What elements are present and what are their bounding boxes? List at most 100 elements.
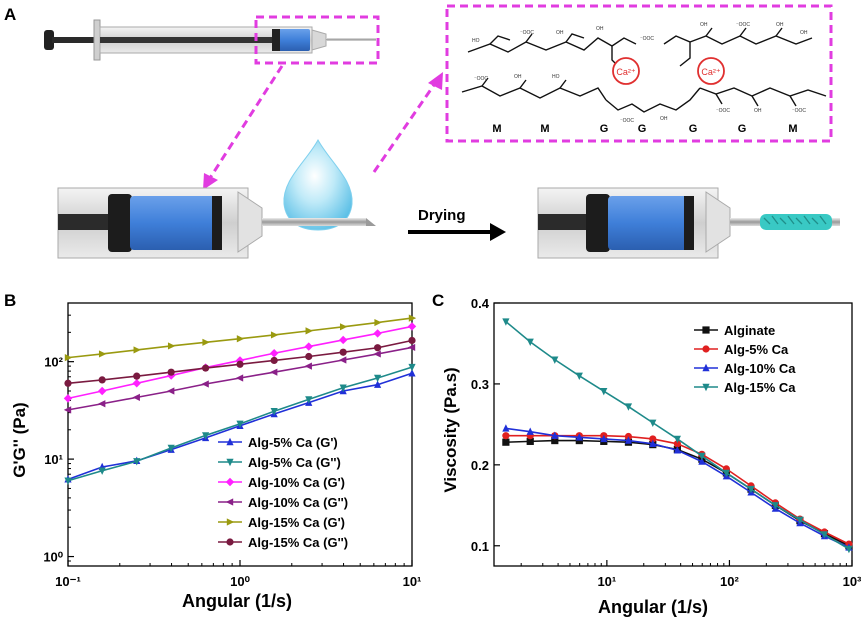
- data-point: [236, 335, 245, 343]
- liquid-droplet-icon: [283, 138, 353, 231]
- y-tick-label: 0.3: [471, 377, 489, 392]
- data-point: [575, 436, 583, 445]
- svg-text:OH: OH: [700, 22, 708, 28]
- legend-marker: [702, 383, 710, 392]
- legend-label: Alg-15% Ca (G''): [248, 535, 348, 550]
- data-point: [845, 545, 853, 554]
- svg-text:OH: OH: [754, 108, 762, 114]
- residue-label: G: [600, 123, 609, 135]
- x-tick-label: 10¹: [403, 574, 422, 589]
- data-point: [64, 477, 72, 485]
- svg-text:⁻OOC: ⁻OOC: [620, 118, 634, 124]
- zoom-arrow-up: [372, 81, 438, 173]
- chart-c-xlabel: Angular (1/s): [598, 597, 708, 617]
- data-point: [235, 374, 244, 382]
- legend-marker: [226, 538, 234, 546]
- data-point: [526, 437, 534, 445]
- syringe-dried-illustration: [537, 187, 840, 259]
- x-tick-label: 10⁻¹: [55, 574, 81, 589]
- data-point: [201, 380, 209, 388]
- data-point: [374, 318, 382, 327]
- data-point: [747, 485, 755, 494]
- legend-marker: [702, 345, 710, 353]
- data-point: [373, 329, 382, 338]
- data-point: [97, 400, 106, 408]
- data-point: [374, 380, 382, 388]
- plot-frame: [493, 302, 853, 567]
- data-point: [698, 457, 706, 465]
- legend-marker: [226, 437, 234, 446]
- legend-label: Alg-15% Ca: [724, 380, 796, 395]
- alginate-chain-bottom: [461, 77, 827, 113]
- data-point: [673, 435, 681, 444]
- data-point: [624, 436, 633, 444]
- data-point: [649, 435, 657, 443]
- data-point: [408, 336, 416, 345]
- legend-marker: [702, 363, 710, 372]
- svg-text:OH: OH: [556, 30, 564, 36]
- data-point: [304, 342, 313, 351]
- legend-label: Alg-10% Ca (G''): [248, 495, 348, 510]
- data-point: [305, 396, 313, 404]
- data-point: [270, 356, 278, 365]
- data-point: [305, 327, 313, 335]
- data-point: [551, 436, 559, 445]
- data-point: [502, 432, 510, 440]
- calcium-ion-label-2: Ca²⁺: [701, 67, 721, 77]
- data-point: [98, 350, 107, 358]
- data-point: [575, 372, 583, 381]
- data-point: [408, 369, 416, 377]
- legend-marker: [702, 326, 710, 334]
- y-tick-label: 10²: [44, 355, 63, 370]
- data-point: [269, 368, 278, 376]
- data-point: [796, 516, 804, 525]
- data-point: [132, 393, 140, 401]
- zoom-arrow-up-head: [428, 72, 443, 90]
- x-tick-label: 10³: [843, 574, 862, 589]
- calcium-ion-2: Ca²⁺: [697, 57, 725, 85]
- legend-label: Alg-5% Ca: [724, 342, 789, 357]
- data-point: [338, 356, 347, 364]
- svg-text:⁻OOC: ⁻OOC: [736, 22, 750, 28]
- data-point: [338, 335, 348, 345]
- data-point: [502, 424, 510, 432]
- data-point: [502, 438, 510, 446]
- legend-label: Alg-5% Ca (G''): [248, 455, 341, 470]
- svg-text:OH: OH: [800, 30, 808, 36]
- panel-b-letter: B: [4, 291, 16, 310]
- data-point: [97, 386, 107, 396]
- data-point: [166, 387, 175, 395]
- data-point: [202, 364, 210, 372]
- legend-marker: [226, 518, 235, 526]
- data-point: [339, 384, 347, 392]
- calcium-ion-label-1: Ca²⁺: [616, 67, 636, 77]
- svg-text:OH: OH: [660, 116, 668, 122]
- data-point: [600, 388, 608, 396]
- data-point: [673, 440, 681, 448]
- legend-marker: [226, 458, 234, 467]
- data-point: [167, 444, 175, 453]
- data-point: [63, 394, 73, 403]
- legend-label: Alg-10% Ca: [724, 361, 796, 376]
- data-point: [407, 343, 416, 352]
- data-point: [167, 342, 176, 350]
- data-point: [133, 346, 141, 354]
- data-point: [133, 458, 141, 466]
- calcium-ion-1: Ca²⁺: [612, 57, 640, 85]
- data-point: [575, 433, 583, 441]
- svg-text:⁻OOC: ⁻OOC: [640, 36, 654, 42]
- data-point: [408, 314, 417, 322]
- legend-label: Alg-15% Ca (G'): [248, 515, 345, 530]
- drying-arrow-head: [490, 223, 506, 241]
- chart-b-ylabel: G'G'' (Pa): [10, 402, 29, 477]
- data-point: [202, 432, 210, 440]
- y-tick-label: 0.2: [471, 458, 489, 473]
- zoom-arrow-down: [208, 65, 284, 179]
- data-point: [673, 446, 681, 454]
- data-point: [771, 502, 779, 510]
- syringe-large-illustration: [57, 187, 376, 259]
- data-point: [624, 403, 633, 411]
